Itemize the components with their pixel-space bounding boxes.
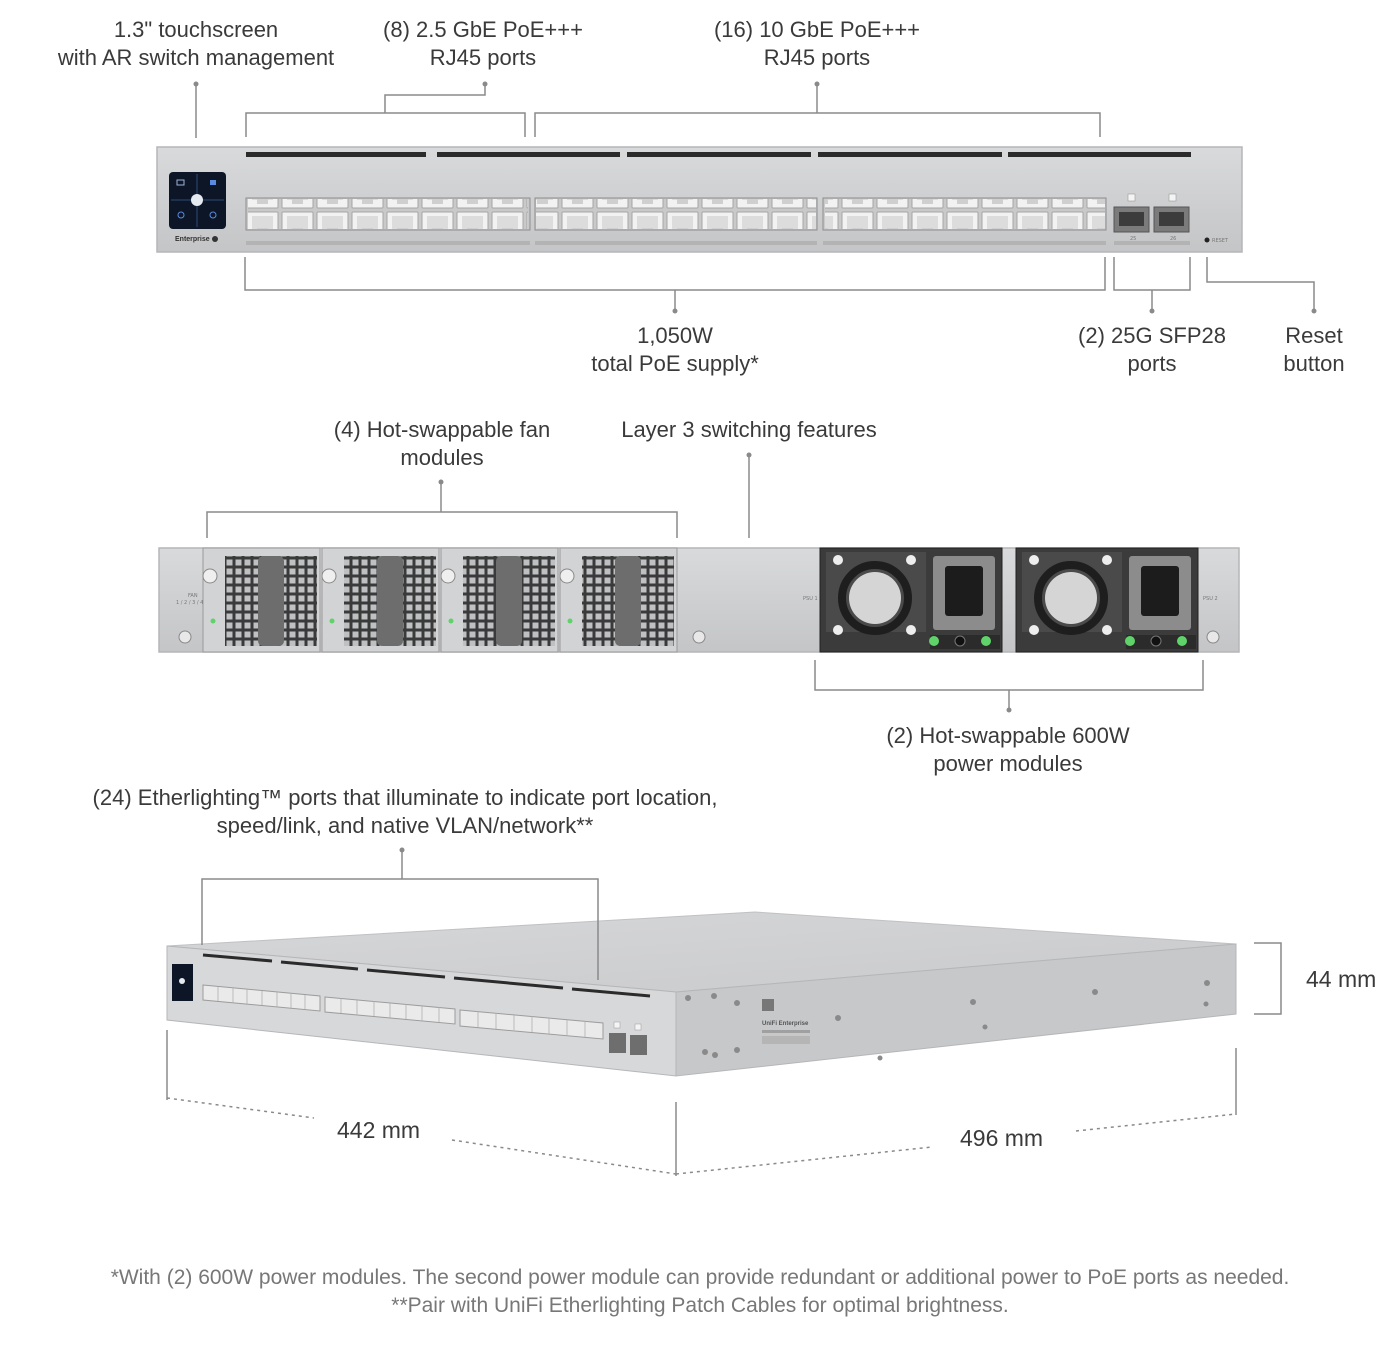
etherlighting-label-line2: speed/link, and native VLAN/network** [216,813,594,838]
touchscreen-label-line2: with AR switch management [57,45,335,70]
layer3-callout: Layer 3 switching features [594,416,904,444]
iso-dimension-dashes [166,1097,1237,1175]
ports-10g-callout: (16) 10 GbE PoE+++ RJ45 ports [692,16,942,72]
width-dimension: 442 mm [337,1117,421,1143]
fan-label-line2: modules [400,445,484,470]
rear-screw-left [178,630,192,644]
rj45-ports-17-24[interactable] [825,199,1105,229]
touchscreen [169,172,226,229]
sfp-port-number-25: 25 [1130,236,1136,242]
ports-2g5-label-line1: (8) 2.5 GbE PoE+++ [383,17,583,42]
rear-screw-mid [692,630,706,644]
front-view-switch: Enterprise 25 26 RESET [156,146,1243,253]
rear-callout-dots [438,452,1012,713]
iso-side-screws [685,980,1210,1061]
psu-label-line2: power modules [933,751,1083,776]
iso-vent-slots [202,953,651,998]
psu-module-1[interactable] [819,547,1003,653]
front-callout-dots [193,81,1317,314]
psu-module-2[interactable] [1015,547,1199,653]
sfp-label-line1: (2) 25G SFP28 [1078,323,1226,348]
psu-label-line1: (2) Hot-swappable 600W [886,723,1130,748]
front-brand-badge: Enterprise [175,236,210,243]
etherlighting-callout: (24) Etherlighting™ ports that illuminat… [50,784,760,840]
iso-sfp-led-2 [634,1023,642,1031]
rj45-ports-1-8[interactable] [248,199,528,229]
rj45-ports-9-16[interactable] [536,199,816,229]
iso-side-spec-lines [762,1030,810,1033]
depth-dimension: 496 mm [960,1125,1044,1151]
poe-supply-callout: 1,050W total PoE supply* [560,322,790,378]
iso-sfp-port-2[interactable] [630,1035,647,1055]
ports-10g-label-line2: RJ45 ports [763,45,871,70]
fan-module-1[interactable] [202,547,321,653]
footnote-etherlighting: **Pair with UniFi Etherlighting Patch Ca… [391,1294,1009,1317]
port-group-bars [246,241,1190,245]
front-vent-slots [246,152,1191,157]
height-dimension: 44 mm [1306,966,1377,992]
iso-port-dividers [217,987,586,1037]
psu-callout: (2) Hot-swappable 600W power modules [858,722,1158,778]
footnote-power: *With (2) 600W power modules. The second… [110,1266,1290,1289]
iso-cert-marks [762,1036,810,1044]
fan-module-3[interactable] [440,547,559,653]
fan-text: FAN [188,593,198,599]
fan-label-line1: (4) Hot-swappable fan [333,417,551,442]
iso-dimension-lines [166,1030,1237,1176]
ports-2g5-label-line2: RJ45 ports [429,45,537,70]
rear-callout-lines [206,455,1204,710]
reset-button[interactable] [1204,237,1210,243]
qr-code-icon [762,999,774,1011]
etherlighting-label-line1: (24) Etherlighting™ ports that illuminat… [92,785,718,810]
fan-callout: (4) Hot-swappable fan modules [302,416,582,472]
rear-view-switch: FAN 1 / 2 / 3 / 4 [158,547,1240,653]
ports-2g5-callout: (8) 2.5 GbE PoE+++ RJ45 ports [358,16,608,72]
iso-sfp-led-1 [613,1021,621,1029]
psu1-text: PSU 1 [803,596,818,602]
touchscreen-label-line1: 1.3" touchscreen [113,17,279,42]
fan-numbers: 1 / 2 / 3 / 4 [176,600,203,606]
iso-callout-dot [399,847,405,853]
iso-view-switch: UniFi Enterprise [166,911,1237,1077]
touchscreen-callout: 1.3" touchscreen with AR switch manageme… [40,16,352,72]
sfp28-ports[interactable] [1113,193,1190,233]
sfp-callout: (2) 25G SFP28 ports [1062,322,1242,378]
sfp-port-number-26: 26 [1170,236,1176,242]
poe-supply-label-line1: 1,050W [637,323,713,348]
iso-callout-lines [201,850,1282,1015]
rear-screw-right [1206,630,1220,644]
reset-label-line2: button [1283,351,1345,376]
reset-label-line1: Reset [1285,323,1343,348]
fan-module-2[interactable] [321,547,440,653]
iso-sfp-port-1[interactable] [609,1033,626,1053]
layer3-label: Layer 3 switching features [621,417,877,442]
front-callout-lines [195,84,1315,311]
fan-module-4[interactable] [559,547,678,653]
iso-touchscreen-dot [179,978,185,984]
reset-callout: Reset button [1262,322,1366,378]
reset-text: RESET [1212,238,1229,244]
sfp-label-line2: ports [1127,351,1177,376]
poe-supply-label-line2: total PoE supply* [591,351,759,376]
iso-side-brand: UniFi Enterprise [762,1021,809,1027]
psu2-text: PSU 2 [1203,596,1218,602]
ports-10g-label-line1: (16) 10 GbE PoE+++ [713,17,921,42]
enterprise-logo-icon [212,236,218,242]
